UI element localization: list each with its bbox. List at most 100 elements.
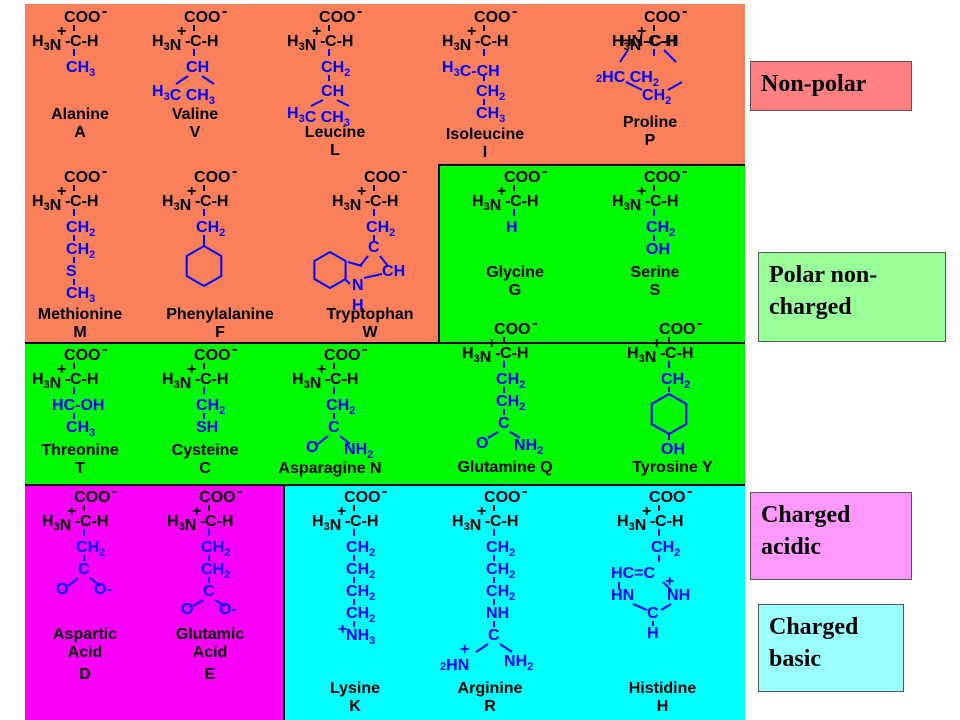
amino-acid-code: C (199, 460, 211, 477)
side-chain-group: SH (196, 419, 218, 436)
legend-polar: Polar non- charged (758, 252, 946, 342)
side-chain-group: NH (667, 587, 690, 604)
plus-charge: + (57, 183, 66, 200)
carboxylate-label: COO (644, 169, 680, 186)
plus-charge: + (637, 23, 646, 40)
bond-line (660, 603, 672, 611)
nonpolar-region (25, 4, 745, 164)
amino-acid-name: Tyrosine Y (632, 459, 713, 476)
nonpolar-region-lower (25, 164, 438, 342)
side-chain-group: CH2 (486, 561, 515, 581)
plus-charge: + (312, 23, 321, 40)
amino-acid-code: D (79, 666, 91, 683)
carboxylate-label: COO (474, 9, 510, 26)
side-chain-group: CH3 (66, 59, 95, 79)
alpha-carbon-label: C-H (70, 193, 98, 210)
legend-polar-line1: Polar non- (769, 262, 878, 288)
minus-charge: - (102, 163, 107, 180)
proline-ring-nitrogen: HN-C-H (620, 33, 677, 50)
side-chain-group: CH2 (346, 583, 375, 603)
bond-line (663, 49, 677, 63)
bond-line (192, 599, 204, 607)
bond-line (317, 435, 329, 445)
side-chain-group: CH3 (66, 285, 95, 305)
side-chain-group: HC=C (611, 565, 655, 582)
acidic-region (25, 484, 283, 720)
backbone-dash: - (195, 193, 200, 210)
side-chain-group: CH2 (326, 397, 355, 417)
plus-charge: + (57, 361, 66, 378)
amino-acid-name: Phenylalanine (166, 306, 274, 323)
minus-charge: - (382, 483, 387, 500)
amine-label: H3N (32, 193, 61, 214)
carboxylate-label: COO (324, 347, 360, 364)
alpha-carbon-label: C-H (200, 193, 228, 210)
bond-line (339, 435, 351, 445)
side-chain-group: OH (661, 441, 685, 458)
amino-acid-code: S (649, 282, 661, 299)
side-chain-group: C (203, 583, 215, 600)
alpha-carbon-label: C-H (350, 513, 378, 530)
minus-charge: - (687, 483, 692, 500)
alpha-carbon-label: C-H (510, 193, 538, 210)
amino-acid-name: Histidine (628, 680, 697, 697)
plus-charge: + (487, 335, 496, 352)
amino-acid-name: Glycine (486, 264, 544, 281)
alpha-carbon-label: C-H (200, 371, 228, 388)
alpha-carbon-label: C-H (80, 513, 108, 530)
amino-acid-code: E (204, 666, 216, 683)
bond-line (89, 577, 101, 587)
backbone-dash: - (495, 345, 500, 362)
amino-acid-code: L (330, 142, 340, 159)
minus-charge: - (402, 163, 407, 180)
minus-charge: - (112, 483, 117, 500)
amine-label: H3N (462, 345, 491, 366)
amino-acid-name: Alanine (51, 106, 109, 123)
bond-line (359, 255, 369, 267)
side-chain-group: CH2 (321, 59, 350, 79)
bond-line (662, 581, 672, 591)
minus-charge: - (532, 315, 537, 332)
backbone-dash: - (505, 193, 510, 210)
amine-label: H3N (617, 513, 646, 534)
bond-line (363, 273, 383, 279)
side-chain-group: N (352, 277, 364, 294)
side-chain-group: C (328, 419, 340, 436)
side-chain-group: 2HC CH2 (596, 69, 659, 89)
side-chain-group: O (476, 435, 488, 452)
plus-charge: + (497, 183, 506, 200)
bond-line (667, 81, 683, 91)
bond-line (67, 577, 79, 587)
side-chain-group: OH (646, 241, 670, 258)
amino-acid-name: Tryptophan (326, 306, 414, 323)
legend-nonpolar-label: Non-polar (761, 71, 867, 97)
amine-label: H3N (287, 33, 316, 54)
side-chain-group: CH2 (196, 397, 225, 417)
amino-acid-code: K (349, 698, 361, 715)
polar-region-upper (438, 164, 745, 342)
side-chain-group: CH2 (496, 371, 525, 391)
amino-acid-name: Arginine (457, 680, 523, 697)
bond-line (379, 255, 389, 267)
side-chain-group: NH2 (504, 653, 533, 673)
side-chain-group: CH2 (66, 219, 95, 239)
legend-basic-line2: basic (769, 646, 822, 672)
carboxylate-label: COO (64, 9, 100, 26)
plus-charge: + (357, 183, 366, 200)
backbone-dash: - (65, 33, 70, 50)
amino-acid-code: M (73, 324, 87, 341)
carboxylate-label: COO (194, 347, 230, 364)
side-chain-group: H (506, 219, 518, 236)
bond-line (175, 75, 189, 85)
